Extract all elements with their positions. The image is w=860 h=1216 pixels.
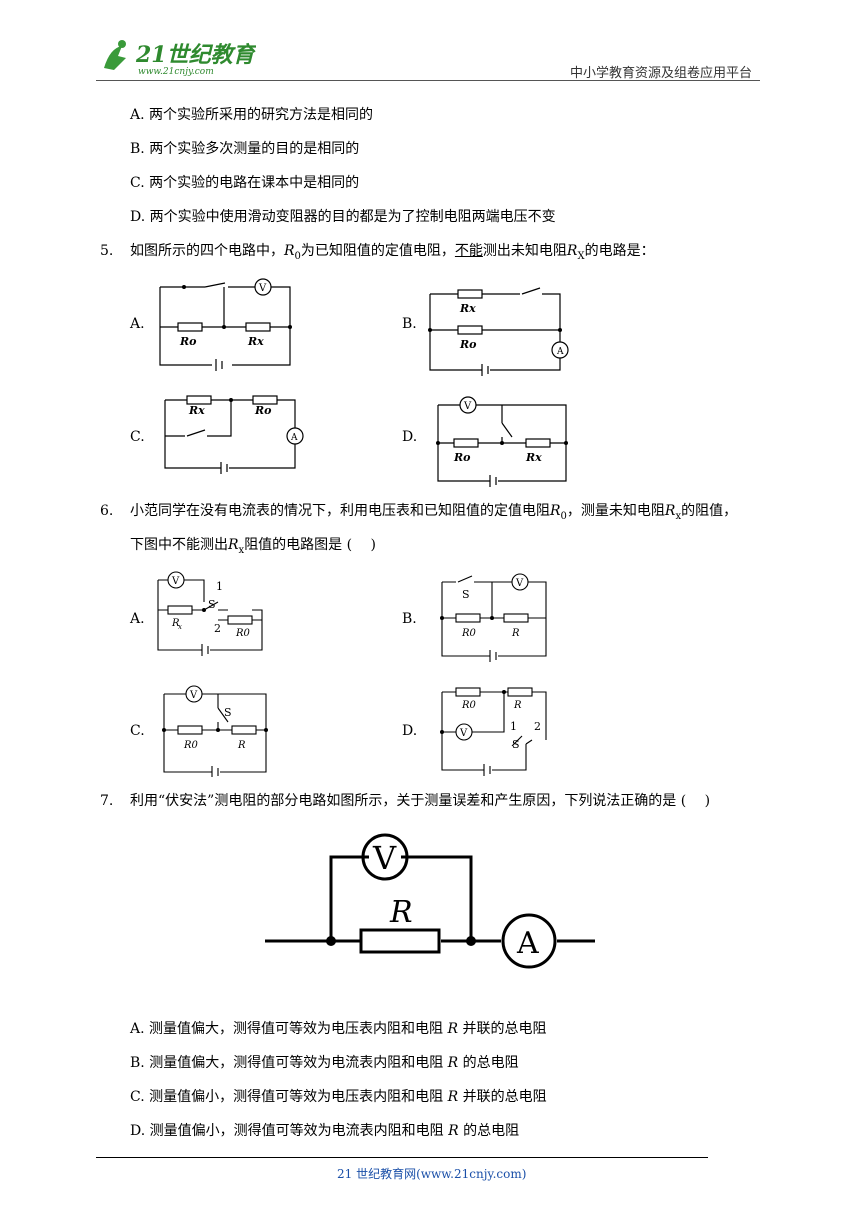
logo-url: www.21cnjy.com [138, 67, 214, 77]
footer-rule [96, 1157, 708, 1158]
q5-circuit-c: A Rx Ro [164, 395, 304, 474]
svg-text:1: 1 [510, 720, 517, 733]
q6-circuit-b: V S R0 R [440, 573, 547, 662]
svg-text:V: V [171, 576, 180, 587]
q5-circuit-d: V Ro Rx [436, 396, 568, 487]
svg-text:Rx: Rx [459, 302, 476, 315]
svg-text:R: R [513, 700, 522, 711]
svg-text:A: A [556, 347, 564, 357]
q6-circuit-a: V 1 S 2 R x R0 [157, 571, 263, 656]
header-platform-text: 中小学教育资源及组卷应用平台 [570, 66, 753, 81]
q4-option-a: A. 两个实验所采用的研究方法是相同的 [130, 107, 374, 123]
q6-label-a: A. [130, 611, 145, 627]
q6-stem-line2: 下图中不能测出Rx阻值的电路图是 ( ) [130, 537, 377, 556]
q6-circuit-c: V S R0 R [162, 685, 268, 777]
q7-circuit: V R A [265, 833, 595, 969]
q7-option-c: C. 测量值偏小，测得值可等效为电压表内阻和电阻 R 并联的总电阻 [130, 1089, 547, 1105]
q7-number: 7. [100, 793, 114, 809]
svg-text:R: R [237, 740, 246, 751]
q7-option-b: B. 测量值偏大，测得值可等效为电流表内阻和电阻 R 的总电阻 [130, 1055, 519, 1071]
q5-number: 5. [100, 243, 114, 259]
footer-link[interactable]: 21 世纪教育网(www.21cnjy.com) [337, 1167, 527, 1181]
q4-option-d: D. 两个实验中使用滑动变阻器的目的都是为了控制电阻两端电压不变 [130, 209, 556, 225]
q5-label-a: A. [130, 316, 145, 332]
logo-text: 21世纪教育 [135, 42, 256, 68]
svg-text:R0: R0 [183, 740, 199, 751]
q6-stem-line1: 小范同学在没有电流表的情况下，利用电压表和已知阻值的定值电阻R0，测量未知电阻R… [130, 503, 738, 522]
q5-circuit-a: V Ro Rx [159, 278, 292, 371]
svg-text:Ro: Ro [254, 404, 271, 417]
q5-circuit-b: A Rx Ro [428, 287, 569, 376]
q5-label-d: D. [402, 429, 418, 445]
svg-text:R: R [171, 618, 180, 629]
svg-text:V: V [515, 578, 524, 589]
svg-text:R: R [389, 895, 413, 930]
svg-text:R0: R0 [461, 628, 477, 639]
q4-option-b: B. 两个实验多次测量的目的是相同的 [130, 141, 360, 157]
header-rule [96, 80, 760, 81]
svg-text:V: V [258, 283, 267, 294]
q6-number: 6. [100, 503, 114, 519]
svg-text:x: x [178, 623, 182, 631]
svg-text:V: V [459, 728, 468, 739]
q4-option-c: C. 两个实验的电路在课本中是相同的 [130, 175, 360, 191]
svg-text:V: V [372, 839, 397, 877]
svg-text:Rx: Rx [247, 335, 264, 348]
q5-label-b: B. [402, 316, 417, 332]
svg-text:A: A [516, 926, 539, 961]
svg-text:R0: R0 [461, 700, 477, 711]
svg-text:S: S [462, 588, 470, 601]
svg-text:A: A [290, 433, 298, 443]
q7-stem: 利用“伏安法”测电阻的部分电路如图所示，关于测量误差和产生原因，下列说法正确的是… [130, 793, 711, 809]
q6-label-b: B. [402, 611, 417, 627]
svg-text:S: S [208, 598, 216, 611]
q7-option-a: A. 测量值偏大，测得值可等效为电压表内阻和电阻 R 并联的总电阻 [130, 1021, 547, 1037]
q5-stem: 如图所示的四个电路中，R0为已知阻值的定值电阻，不能测出未知电阻RX的电路是： [130, 243, 655, 262]
svg-text:R0: R0 [235, 628, 251, 639]
svg-text:Rx: Rx [525, 451, 542, 464]
q6-circuit-d: V 1 2 S R0 R [440, 687, 547, 776]
svg-text:2: 2 [214, 622, 221, 635]
svg-text:V: V [463, 401, 472, 412]
svg-text:Ro: Ro [459, 338, 476, 351]
svg-text:1: 1 [216, 580, 223, 593]
svg-text:V: V [189, 690, 198, 701]
svg-text:S: S [224, 706, 232, 719]
site-logo: 21世纪教育 www.21cnjy.com [96, 38, 259, 78]
svg-text:2: 2 [534, 720, 541, 733]
q6-label-d: D. [402, 723, 418, 739]
svg-text:S: S [512, 738, 520, 751]
svg-text:R: R [511, 628, 520, 639]
svg-text:Ro: Ro [179, 335, 196, 348]
q6-label-c: C. [130, 723, 145, 739]
svg-text:Rx: Rx [188, 404, 205, 417]
q7-option-d: D. 测量值偏小，测得值可等效为电流表内阻和电阻 R 的总电阻 [130, 1123, 520, 1139]
svg-text:Ro: Ro [453, 451, 470, 464]
q5-label-c: C. [130, 429, 145, 445]
